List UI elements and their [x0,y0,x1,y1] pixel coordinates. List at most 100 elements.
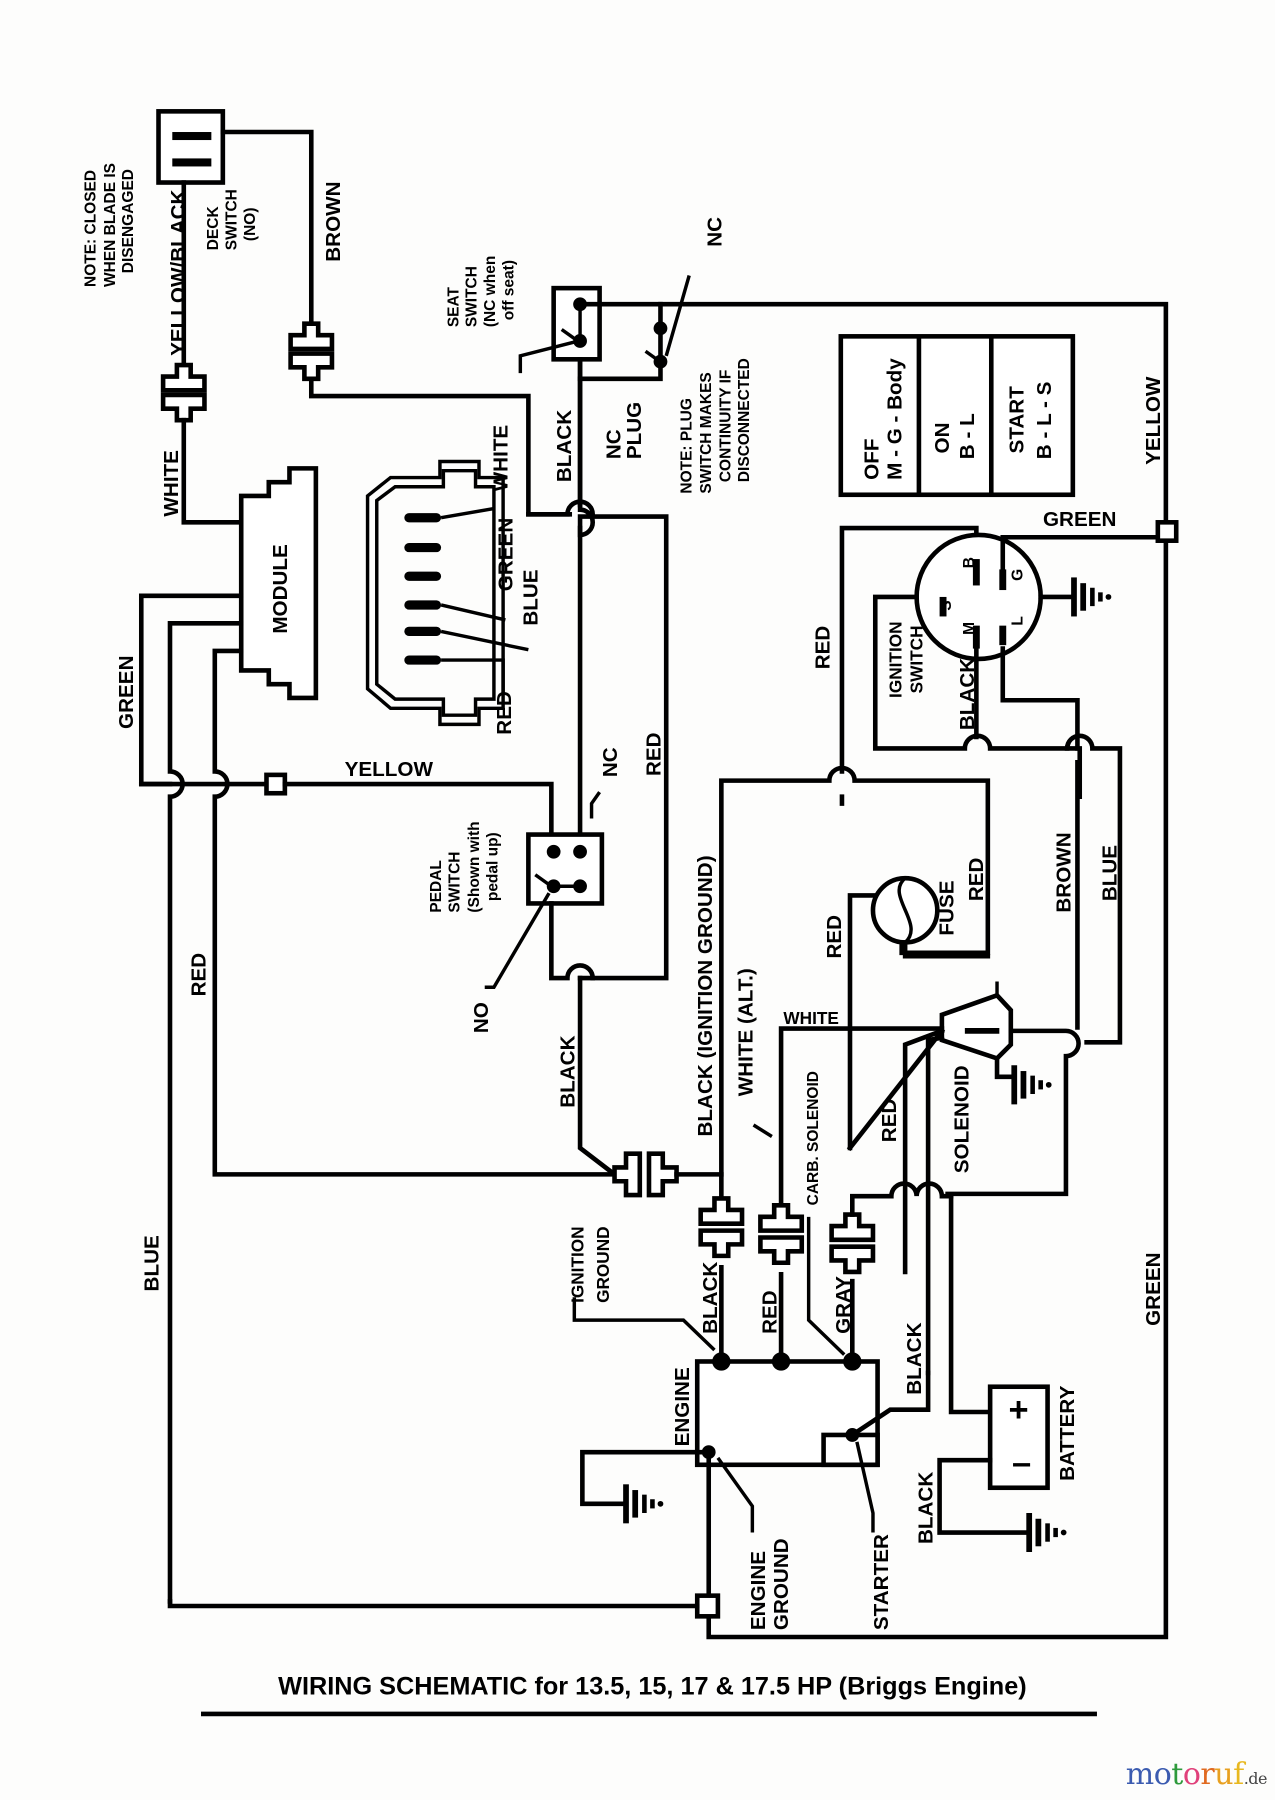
wire-label-red-fuse-left: RED [823,915,846,959]
wire-black-battery-neg [937,1457,1032,1535]
battery [987,1384,1050,1491]
watermark-letter: o [1182,1757,1201,1792]
connector-black [612,1151,679,1198]
ground-icon [1011,1065,1052,1105]
solenoid-body [939,992,1014,1062]
wire-brown-top [220,129,314,327]
fuse [847,875,991,1151]
pedal-switch-label-4: pedal up) [484,832,501,901]
wire-label-black-battery: BLACK [915,1472,938,1544]
wire-label-red-sol: RED [878,1099,901,1143]
ground-icon [623,1484,664,1524]
ignition-ground-label-2: GROUND [593,1226,613,1303]
leader-white [440,506,495,520]
watermark-tld: .de [1243,1769,1268,1788]
engine-ground-leader [716,1456,755,1533]
deck-switch-contact [172,132,212,141]
fuse-label: FUSE [935,881,958,936]
wire-label-green-right: GREEN [1142,1252,1165,1325]
seat-switch-label-2: SWITCH [464,266,481,327]
ground-icon [1026,1513,1067,1553]
watermark-letter: o [1153,1757,1172,1792]
watermark-letter: u [1214,1757,1234,1792]
watermark-letter: f [1233,1757,1244,1792]
key-position-table [838,334,1076,498]
carb-leader-2 [806,1216,846,1356]
ground-icon [1071,577,1112,617]
wire-label-yellow-black: YELLOW/BLACK [167,189,190,355]
engine [694,1352,880,1468]
engine-ground-label-2: GROUND [770,1538,793,1630]
no-leader [484,892,551,989]
connector-square-right [1155,520,1179,543]
wire-label-black-starter: BLACK [903,1322,926,1394]
wire-label-blue-conn: BLUE [520,569,543,625]
nc-label-pedal: NC [599,747,622,777]
engine-label: ENGINE [671,1367,694,1446]
starter-label: STARTER [870,1534,893,1630]
deck-switch-label-2: SWITCH [224,189,241,250]
wire-black-pedal [577,975,618,1178]
ignition-switch-label-1: IGNITION [886,621,906,698]
terminal-s: S [938,600,955,610]
wire-brown-to-seat [308,376,573,517]
wire-gray-top [850,1181,954,1217]
wire-label-black-seat: BLACK [553,410,576,482]
watermark-text: motoruf [1126,1757,1244,1792]
battery-label: BATTERY [1056,1385,1079,1480]
carb-solenoid-label: CARB. SOLENOID [805,1071,822,1205]
wire-label-red-ign: RED [811,626,834,670]
connector-white [160,362,207,423]
nc-leader [589,791,602,819]
wire-black-battery-pos [948,1193,993,1415]
wire-label-brown-right: BROWN [1053,832,1076,912]
wire-green-right [706,534,1169,1640]
seat-switch-leader [518,340,575,374]
seat-switch-label-3: (NC when [482,256,499,327]
wire-label-red-conn: RED [493,691,516,735]
key-off-contacts: M - G - Body [884,358,907,480]
wire-red-solenoid [902,1027,945,1275]
deck-note-1: NOTE: CLOSED [82,170,99,287]
deck-switch-label-3: (NO) [242,208,259,242]
deck-switch [156,109,226,185]
ignition-ground-leader [572,1297,716,1352]
wire-label-green-ign: GREEN [1043,508,1116,531]
ignition-switch-label-2: SWITCH [906,625,926,693]
terminal-m: M [961,622,978,635]
key-on-label: ON [931,422,954,453]
seat-switch [518,285,602,374]
module-label: MODULE [269,544,292,633]
ignition-ground-label-1: IGNITION [568,1226,588,1303]
deck-switch-contact [172,158,212,167]
wire-label-red-eng: RED [758,1290,781,1334]
wire-red-left [212,648,617,1177]
deck-switch-label-1: DECK [205,206,222,251]
wire-yellow-right [577,301,1169,531]
connector-red-carb [758,1203,805,1266]
leader-green [440,603,506,622]
nc-plug-label-2: PLUG [623,402,646,459]
wire-label-red-left: RED [188,953,211,997]
wire-label-green-conn: GREEN [494,518,517,591]
connector-gray [829,1212,876,1275]
wire-label-white-module: WHITE [160,450,183,517]
nc-plug-label-1: NC [602,429,625,459]
wire-green-ign [1000,534,1169,572]
watermark-letter: r [1200,1757,1215,1792]
connector-black-ign [698,1196,745,1259]
terminal-b: B [961,557,978,568]
wire-nc-plug [577,301,663,382]
nc-plug [644,275,691,369]
wire-black-starter-feed [925,1035,945,1376]
wire-label-yellow-right: YELLOW [1142,376,1165,465]
solenoid-label: SOLENOID [950,1065,973,1173]
wire-yellow-mid [282,781,554,837]
plug-note-2: SWITCH MAKES [698,372,715,493]
wire-label-blue-right: BLUE [1098,845,1121,901]
wire-label-black-ign-ground: BLACK (IGNITION GROUND) [694,855,717,1136]
wire-black-ign-ground [719,765,991,1201]
wire-blue-bottom [167,1599,700,1609]
wire-solenoid-out [945,1028,1081,1197]
pedal-switch-label-2: SWITCH [446,852,463,913]
